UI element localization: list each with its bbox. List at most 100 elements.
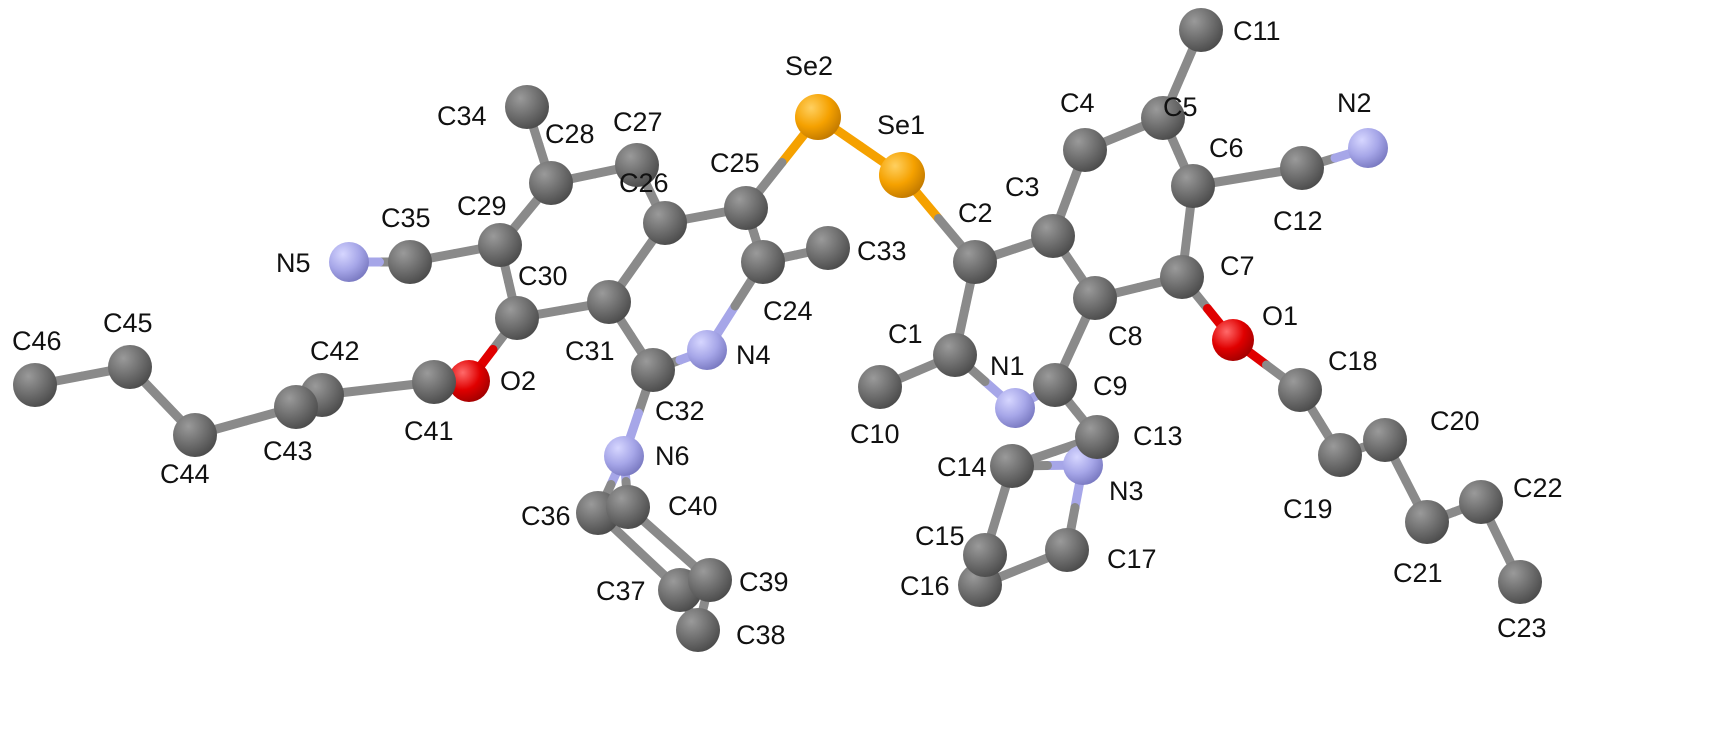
atom-label-C35: C35 xyxy=(381,203,431,233)
atom-label-N3: N3 xyxy=(1109,476,1144,506)
atom-label-C32: C32 xyxy=(655,396,705,426)
atom-C31 xyxy=(587,280,631,324)
atom-N4 xyxy=(687,330,727,370)
atom-label-C23: C23 xyxy=(1497,613,1547,643)
atom-label-C16: C16 xyxy=(900,571,950,601)
atom-C45 xyxy=(108,345,152,389)
atom-label-C40: C40 xyxy=(668,491,718,521)
atom-label-C7: C7 xyxy=(1220,251,1255,281)
atom-label-N2: N2 xyxy=(1337,88,1372,118)
atom-label-C2: C2 xyxy=(958,198,993,228)
atom-label-C43: C43 xyxy=(263,436,313,466)
atom-C18 xyxy=(1278,368,1322,412)
atom-label-C28: C28 xyxy=(545,119,595,149)
atom-N5 xyxy=(329,242,369,282)
atom-N6 xyxy=(604,436,644,476)
atom-label-C11: C11 xyxy=(1233,16,1281,46)
atom-label-C14: C14 xyxy=(937,452,987,482)
atom-label-C34: C34 xyxy=(437,101,487,131)
atom-C40 xyxy=(606,485,650,529)
atom-label-C18: C18 xyxy=(1328,346,1378,376)
atom-label-C24: C24 xyxy=(763,296,813,326)
atom-C8 xyxy=(1073,276,1117,320)
atom-label-C20: C20 xyxy=(1430,406,1480,436)
atom-label-N1: N1 xyxy=(990,351,1025,381)
atom-C1 xyxy=(933,333,977,377)
atom-C21 xyxy=(1405,500,1449,544)
atom-C14 xyxy=(990,444,1034,488)
atom-C26 xyxy=(643,201,687,245)
atom-label-C4: C4 xyxy=(1060,88,1095,118)
atom-C44 xyxy=(173,413,217,457)
atom-C19 xyxy=(1318,433,1362,477)
atom-Se2 xyxy=(795,94,841,140)
atom-label-C27: C27 xyxy=(613,107,663,137)
atom-C22 xyxy=(1459,480,1503,524)
atom-C32 xyxy=(631,348,675,392)
atom-N2 xyxy=(1348,128,1388,168)
atom-C24 xyxy=(741,240,785,284)
atom-label-C36: C36 xyxy=(521,501,571,531)
atom-O1 xyxy=(1212,319,1254,361)
atom-C35 xyxy=(388,240,432,284)
atom-label-C46: C46 xyxy=(12,326,62,356)
atom-C5 xyxy=(1141,96,1185,140)
atom-label-C38: C38 xyxy=(736,620,786,650)
atom-label-C45: C45 xyxy=(103,308,153,338)
atom-C34 xyxy=(505,85,549,129)
atom-N1 xyxy=(995,388,1035,428)
atom-label-C1: C1 xyxy=(888,319,923,349)
atom-label-C5: C5 xyxy=(1163,92,1198,122)
atom-Se1 xyxy=(879,152,925,198)
atom-label-C13: C13 xyxy=(1133,421,1183,451)
atom-C30 xyxy=(495,296,539,340)
atom-label-C26: C26 xyxy=(619,168,669,198)
atom-C17 xyxy=(1045,528,1089,572)
atom-C29 xyxy=(478,223,522,267)
atom-C38 xyxy=(676,608,720,652)
atom-C28 xyxy=(529,161,573,205)
atom-C23 xyxy=(1498,560,1542,604)
atom-C2 xyxy=(953,240,997,284)
atom-label-C25: C25 xyxy=(710,148,760,178)
atom-C27 xyxy=(615,143,659,187)
atom-C3 xyxy=(1031,214,1075,258)
atom-C7 xyxy=(1160,255,1204,299)
atom-label-C44: C44 xyxy=(160,459,210,489)
atom-C11 xyxy=(1179,8,1223,52)
atom-label-C30: C30 xyxy=(518,261,568,291)
atom-label-C29: C29 xyxy=(457,191,507,221)
atom-label-O2: O2 xyxy=(500,366,536,396)
atom-label-C21: C21 xyxy=(1393,558,1443,588)
atom-label-C39: C39 xyxy=(739,567,789,597)
atom-label-C42: C42 xyxy=(310,336,360,366)
atom-C13 xyxy=(1075,415,1119,459)
atom-label-C17: C17 xyxy=(1107,544,1157,574)
atoms-layer xyxy=(13,8,1542,652)
atom-C9 xyxy=(1033,363,1077,407)
atom-label-O1: O1 xyxy=(1262,301,1298,331)
atom-C43 xyxy=(274,385,318,429)
atom-C33 xyxy=(806,226,850,270)
atom-label-C19: C19 xyxy=(1283,494,1333,524)
atom-label-Se2: Se2 xyxy=(785,51,833,81)
atom-label-C8: C8 xyxy=(1108,321,1143,351)
atom-label-C33: C33 xyxy=(857,236,907,266)
atom-C4 xyxy=(1063,128,1107,172)
atom-label-C10: C10 xyxy=(850,419,900,449)
atom-C12 xyxy=(1280,146,1324,190)
atom-label-N6: N6 xyxy=(655,441,690,471)
atom-C39 xyxy=(688,558,732,602)
atom-C20 xyxy=(1363,418,1407,462)
atom-O2 xyxy=(448,360,490,402)
atom-C15 xyxy=(963,533,1007,577)
atom-C6 xyxy=(1171,164,1215,208)
atom-label-C15: C15 xyxy=(915,521,965,551)
atom-C41 xyxy=(412,360,456,404)
atom-C46 xyxy=(13,363,57,407)
atom-C10 xyxy=(858,365,902,409)
atom-label-C31: C31 xyxy=(565,336,615,366)
atom-label-C9: C9 xyxy=(1093,371,1128,401)
